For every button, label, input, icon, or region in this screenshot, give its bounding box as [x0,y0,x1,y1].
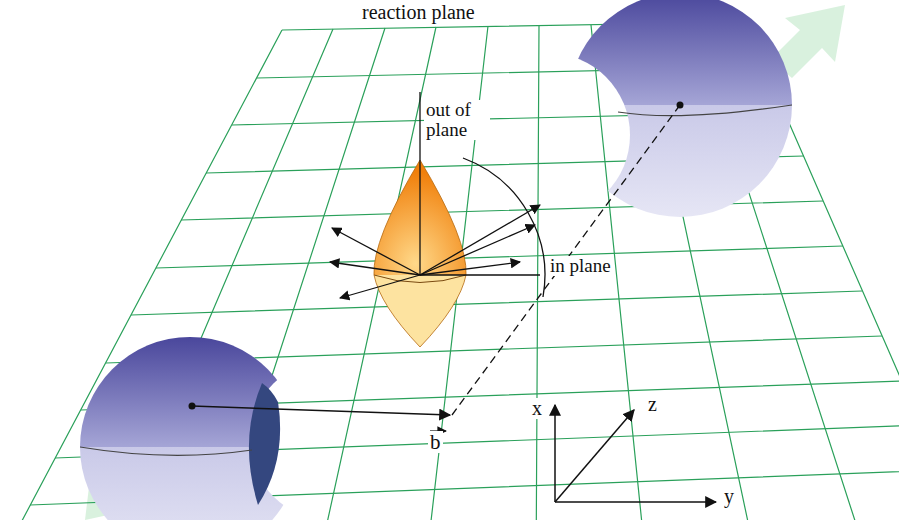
angle-label: in plane [548,256,613,276]
angle-guides [420,92,545,297]
angle-label: out of plane [424,100,490,140]
axis-label: x [530,398,544,419]
nucleus [80,337,300,520]
plane-title: reaction plane [360,2,477,23]
flow-arrows [330,205,540,298]
axis-label: z [646,394,659,415]
axis-label: y [722,486,736,507]
nucleus [568,0,792,217]
impact-vector [192,406,450,415]
dashed-axis [452,105,680,415]
vector-label: b [428,431,443,453]
coordinate-axes [555,405,716,502]
